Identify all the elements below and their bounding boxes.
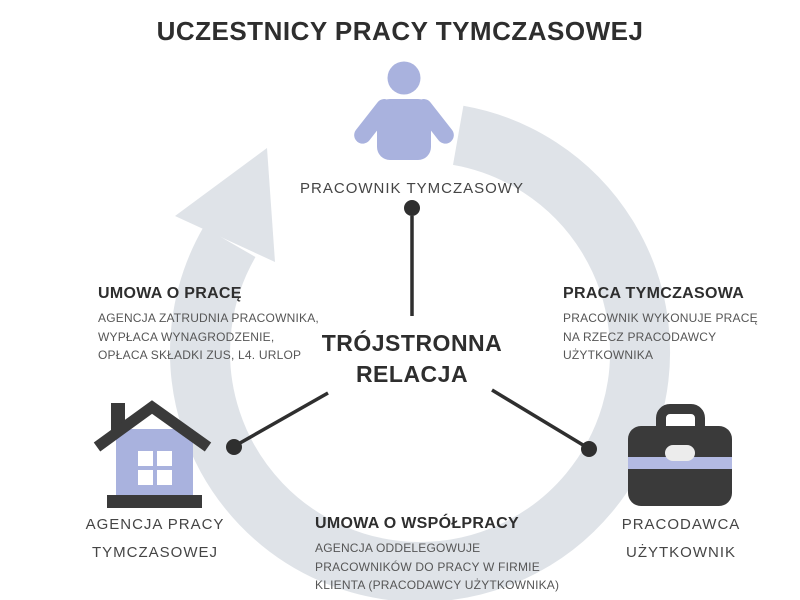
circular-arrow-head [175,148,275,262]
circular-arrow [170,105,671,600]
annotation-heading: UMOWA O PRACĘ [98,285,242,302]
person-icon [354,61,454,160]
annotation-line: AGENCJA ZATRUDNIA PRACOWNIKA, [98,311,319,325]
connector-dots [226,200,597,457]
connector-left [239,391,329,445]
agency-label-line2: TYMCZASOWEJ [92,544,218,561]
worker-label: PRACOWNIK TYMCZASOWY [300,180,524,197]
annotation-line: OPŁACA SKŁADKI ZUS, L4. URLOP [98,348,302,362]
briefcase-icon [628,404,732,506]
employer-label: PRACODAWCA UŻYTKOWNIK [586,511,776,567]
agency-label: AGENCJA PRACY TYMCZASOWEJ [60,511,250,567]
annotation-line: PRACOWNIKÓW DO PRACY W FIRMIE [315,559,540,574]
agency-label-line1: AGENCJA PRACY [85,516,225,533]
annotation-line: UŻYTKOWNIKA [563,348,654,362]
connectors [239,216,584,447]
house-icon [93,400,212,508]
circular-arrow-arc [170,105,671,600]
annotation-line: KLIENTA (PRACODAWCY UŻYTKOWNIKA) [315,578,560,592]
dot-employer [581,441,597,457]
connector-right [491,388,584,447]
annotation-heading: UMOWA O WSPÓŁPRACY [315,515,519,532]
annotation-line: WYPŁACA WYNAGRODZENIE, [98,329,275,344]
annotation-cooperation-agreement: UMOWA O WSPÓŁPRACY AGENCJA ODDELEGOWUJE … [315,515,575,595]
annotation-line: AGENCJA ODDELEGOWUJE [315,541,481,555]
dot-worker [404,200,420,216]
annotation-employment-contract: UMOWA O PRACĘ AGENCJA ZATRUDNIA PRACOWNI… [98,285,338,365]
center-label-line2: RELACJA [355,361,469,387]
employer-label-line2: UŻYTKOWNIK [626,544,736,561]
dot-agency [226,439,242,455]
annotation-line: NA RZECZ PRACODAWCY [563,329,717,344]
center-label-line1: TRÓJSTRONNA [321,330,503,356]
page-title: UCZESTNICY PRACY TYMCZASOWEJ [156,16,644,46]
annotation-line: PRACOWNIK WYKONUJE PRACĘ [563,311,758,325]
center-label: TRÓJSTRONNA RELACJA [292,328,532,390]
annotation-heading: PRACA TYMCZASOWA [563,285,745,302]
annotation-temporary-work: PRACA TYMCZASOWA PRACOWNIK WYKONUJE PRAC… [563,285,800,365]
employer-label-line1: PRACODAWCA [621,516,741,533]
